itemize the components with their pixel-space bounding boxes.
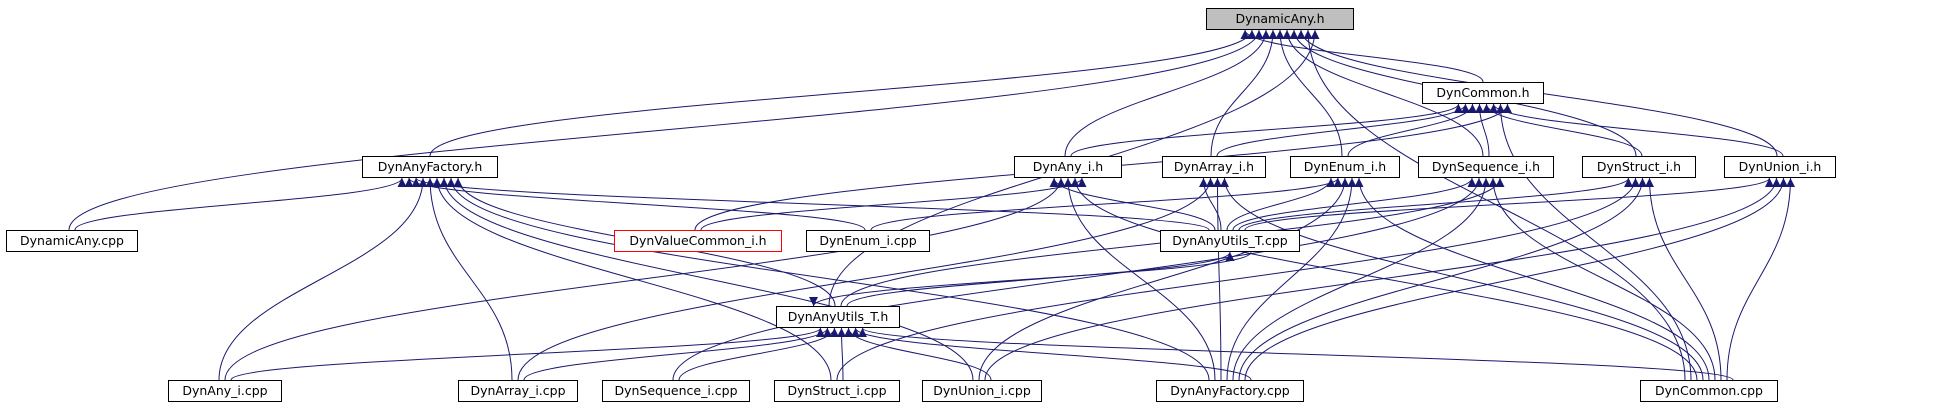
edge-dynunion-i-cpp-to-dynenum-i-h [978,177,1350,381]
edge-dynanyfactory-cpp-to-dynarray-i-h [1213,177,1223,381]
node-dynany-i-cpp[interactable]: DynAny_i.cpp [168,380,282,402]
edge-dyncommon-cpp-to-dynsequence-i-h [1488,177,1716,381]
edge-dynarray-i-cpp-to-dynanyfactory-h [425,177,513,381]
edge-dynanyfactory-cpp-to-dynany-i-h [1063,177,1216,381]
edge-dynstruct-i-cpp-to-dynanyutils-t-h [837,327,847,381]
edge-dynunion-i-cpp-to-dynanyutils-t-h [844,327,992,381]
node-dynvaluecommon-i-h[interactable]: DynValueCommon_i.h [614,230,782,252]
edge-dynanyfactory-cpp-to-dynstruct-i-h [1238,177,1647,381]
edge-dynvaluecommon-i-h-to-dynany-i-h [700,177,1087,231]
edge-dynenum-i-h-to-dyncommon-h [1347,103,1477,157]
edge-dynanyfactory-cpp-to-dynsequence-i-h [1232,177,1491,381]
node-dynunion-i-cpp[interactable]: DynUnion_i.cpp [922,380,1042,402]
edge-dynanyfactory-h-to-dynamicany-h [429,29,1257,157]
edge-dynany-i-cpp-to-dynany-i-h [224,177,1066,381]
node-dynanyfactory-cpp[interactable]: DynAnyFactory.cpp [1156,380,1304,402]
edge-dynarray-i-cpp-to-dynanyutils-t-h [523,327,832,381]
node-dynsequence-i-h[interactable]: DynSequence_i.h [1418,156,1554,178]
node-dynunion-i-h[interactable]: DynUnion_i.h [1724,156,1836,178]
edge-dynsequence-i-h-to-dyncommon-h [1475,103,1490,157]
node-dynany-i-h[interactable]: DynAny_i.h [1014,156,1122,178]
edge-dynarray-i-h-to-dynamicany-h [1210,29,1278,157]
node-dynanyutils-t-h[interactable]: DynAnyUtils_T.h [776,306,900,328]
edge-dynany-i-h-to-dyncommon-h [1070,103,1463,157]
edge-dynanyutils-t-cpp-to-dynanyfactory-h [411,177,1210,231]
node-dyncommon-cpp[interactable]: DynCommon.cpp [1640,380,1778,402]
edge-dynanyfactory-cpp-to-dynanyfactory-h [446,177,1210,381]
edge-dynanyfactory-cpp-to-dynenum-i-h [1226,177,1357,381]
node-dynanyfactory-h[interactable]: DynAnyFactory.h [362,156,498,178]
edge-dynanyutils-t-cpp-to-dynany-i-h [1049,177,1216,231]
edge-dynsequence-i-h-to-dynamicany-h [1282,29,1484,157]
node-dynenum-i-cpp[interactable]: DynEnum_i.cpp [806,230,930,252]
edge-dynarray-i-h-to-dyncommon-h [1216,103,1470,157]
edge-dynanyutils-t-cpp-to-dynarray-i-h [1199,177,1222,231]
node-dyncommon-h[interactable]: DynCommon.h [1422,82,1544,104]
edge-dynanyutils-t-cpp-to-dynunion-i-h [1244,177,1774,231]
edge-dynanyutils-t-cpp-to-dynanyutils-t-h [809,251,1252,307]
node-dynamicany-cpp[interactable]: DynamicAny.cpp [6,230,138,252]
edge-dyncommon-cpp-to-dynenum-i-h [1354,177,1710,381]
edge-dyncommon-cpp-to-dynstruct-i-h [1645,177,1722,381]
edge-dynany-i-cpp-to-dynanyfactory-h [218,177,428,381]
edge-dynanyfactory-cpp-to-dynanyutils-t-h [851,327,1252,381]
node-dynstruct-i-cpp[interactable]: DynStruct_i.cpp [774,380,900,402]
edge-dynanyutils-t-cpp-to-dynstruct-i-h [1238,177,1633,231]
edge-dynenum-i-h-to-dynamicany-h [1275,29,1343,157]
edge-dynanyfactory-cpp-to-dynunion-i-h [1244,177,1788,381]
edge-dynanyutils-t-cpp-to-dynenum-i-h [1226,177,1336,231]
edge-dynsequence-i-cpp-to-dynsequence-i-h [672,177,1484,381]
edge-dynanyutils-t-cpp-to-dynsequence-i-h [1232,177,1477,231]
node-dynstruct-i-h[interactable]: DynStruct_i.h [1582,156,1696,178]
edge-dynamicany-cpp-to-dynamicany-h [68,29,1264,231]
edge-layer [68,29,1795,381]
node-dynenum-i-h[interactable]: DynEnum_i.h [1290,156,1400,178]
edge-dynsequence-i-cpp-to-dynanyutils-t-h [678,327,839,381]
edge-dyncommon-cpp-to-dynanyutils-t-h [858,327,1734,381]
edge-dynstruct-i-cpp-to-dynstruct-i-h [836,177,1640,381]
node-dynanyutils-t-cpp[interactable]: DynAnyUtils_T.cpp [1160,230,1300,252]
edge-dyncommon-cpp-to-dynunion-i-h [1726,177,1795,381]
node-dynarray-i-cpp[interactable]: DynArray_i.cpp [458,380,578,402]
edge-dyncommon-cpp-to-dynarray-i-h [1220,177,1704,381]
edge-dyncommon-cpp-to-dyncommon-h [1496,103,1692,381]
node-dynsequence-i-cpp[interactable]: DynSequence_i.cpp [602,380,750,402]
node-dynamicany-h: DynamicAny.h [1206,8,1354,30]
edge-dynany-i-h-to-dynamicany-h [1064,29,1271,157]
edge-dynarray-i-cpp-to-dynarray-i-h [517,177,1215,381]
node-dynarray-i-h[interactable]: DynArray_i.h [1162,156,1266,178]
edge-dynany-i-cpp-to-dynanyutils-t-h [230,327,825,381]
edge-dynstruct-i-cpp-to-dynanyfactory-h [432,177,832,381]
edge-dynenum-i-cpp-to-dynanyfactory-h [404,177,866,231]
edge-dyncommon-cpp-to-dynany-i-h [1070,177,1698,381]
edge-dynenum-i-cpp-to-dynenum-i-h [870,177,1343,231]
edge-dynamicany-cpp-to-dynanyfactory-h [74,177,407,231]
